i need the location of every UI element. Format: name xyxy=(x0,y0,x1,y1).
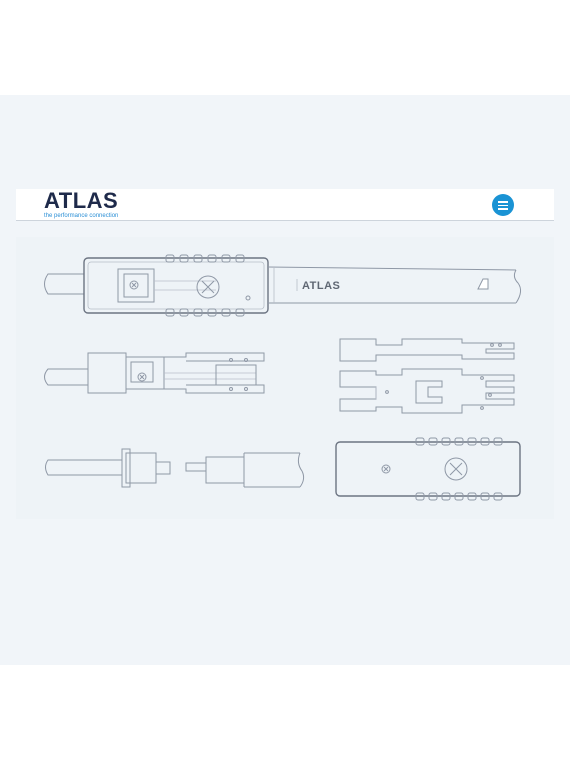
assembled-connector-drawing: ATLAS xyxy=(44,254,522,317)
strain-relief-atlas-label: ATLAS xyxy=(302,280,340,292)
logo-tagline: the performance connection xyxy=(44,213,119,219)
connector-illustration: ATLAS xyxy=(16,237,554,519)
contact-component-drawings xyxy=(339,338,515,414)
logo-wordmark: ATLAS xyxy=(44,188,119,213)
connector-technical-drawing: ATLAS xyxy=(44,254,522,501)
atlas-logo[interactable]: ATLAS the performance connection xyxy=(44,188,119,220)
pin-and-ferrule-drawing xyxy=(45,448,305,488)
site-header: ATLAS the performance connection xyxy=(16,189,554,221)
hamburger-menu-icon[interactable] xyxy=(492,194,514,216)
menu-bar xyxy=(498,201,508,203)
menu-bar xyxy=(498,204,508,206)
atlas-mark-icon xyxy=(477,278,489,290)
connector-side-view-drawing xyxy=(44,352,265,394)
menu-bar xyxy=(498,208,508,210)
housing-top-view-drawing xyxy=(335,437,521,501)
